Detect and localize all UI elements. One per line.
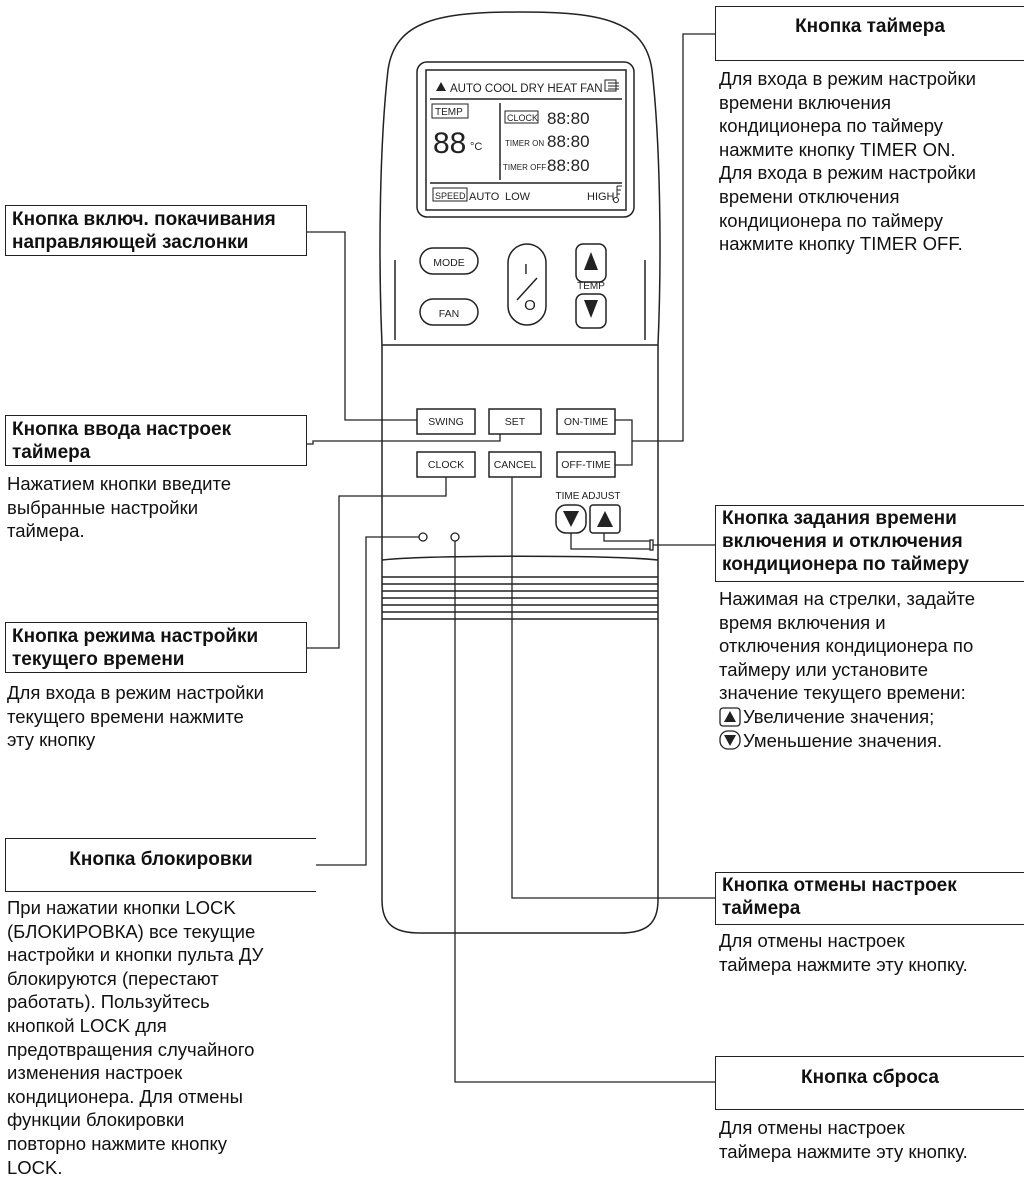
time-adjust-callout-desc: Нажимая на стрелки, задайте время включе…	[719, 588, 976, 751]
mode-indicator-arrow-icon	[436, 82, 446, 91]
leader-timer	[615, 419, 633, 466]
clock-callout-title-2: текущего времени	[12, 649, 185, 670]
reset-hole[interactable]	[450, 532, 460, 542]
temp-label: TEMP	[577, 281, 605, 292]
lcd-speed-label: SPEED	[435, 191, 466, 201]
time-adjust-label: TIME ADJUST	[555, 491, 620, 502]
time-adjust-callout-title-3: кондиционера по таймеру	[722, 554, 969, 575]
leader-clock	[305, 477, 447, 649]
set-callout-title-1: Кнопка ввода настроек	[12, 419, 232, 440]
battery-cover	[381, 555, 659, 561]
set-button[interactable]	[488, 408, 542, 435]
lock-callout: Кнопка блокировки	[5, 838, 316, 892]
clock-button-label: CLOCK	[428, 459, 464, 471]
speed-fan-icon	[613, 185, 622, 203]
time-down-arrow-icon	[563, 511, 579, 527]
swing-callout-title-2: направляющей заслонки	[12, 232, 249, 253]
swing-callout-title-1: Кнопка включ. покачивания	[12, 209, 276, 230]
timer-callout-desc: Для входа в режим настройки времени вклю…	[719, 68, 976, 255]
fan-button[interactable]	[419, 298, 479, 326]
fan-button-label: FAN	[439, 308, 459, 320]
lcd-speed-high: HIGH	[587, 191, 615, 203]
timer-callout: Кнопка таймера	[715, 6, 1024, 61]
remote-head-outline	[379, 11, 661, 346]
cancel-callout-title-2: таймера	[722, 898, 801, 919]
off-time-button-label: OFF-TIME	[561, 459, 611, 471]
mode-button[interactable]	[419, 247, 479, 275]
lcd-temp-unit: °C	[470, 141, 482, 153]
clock-button[interactable]	[416, 451, 476, 478]
cancel-callout-desc: Для отмены настроек таймера нажмите эту …	[719, 930, 968, 975]
mode-button-label: MODE	[433, 257, 465, 269]
lcd-inner	[425, 69, 627, 211]
up-arrow-icon	[719, 707, 741, 727]
lcd-speed-low: LOW	[505, 191, 531, 203]
timer-callout-title: Кнопка таймера	[795, 16, 945, 37]
temp-down-arrow-icon	[584, 300, 598, 318]
swing-button[interactable]	[416, 408, 476, 435]
remote-front-plate	[394, 260, 646, 340]
lcd-clock-value: 88:80	[547, 109, 590, 128]
temp-up-arrow-icon	[584, 252, 598, 270]
time-adjust-callout-title-1: Кнопка задания времени	[722, 508, 957, 529]
power-on-glyph: I	[524, 261, 528, 278]
clock-callout-desc: Для входа в режим настройки текущего вре…	[7, 682, 264, 751]
reset-callout-desc: Для отмены настроек таймера нажмите эту …	[719, 1117, 968, 1162]
leader-cancel	[511, 477, 715, 899]
lcd-temp-value: 88	[433, 127, 466, 160]
lcd-clock-label: CLOCK	[507, 113, 538, 123]
power-button[interactable]	[507, 243, 547, 326]
cancel-callout-title-1: Кнопка отмены настроек	[722, 875, 957, 896]
lock-callout-desc: При нажатии кнопки LOCK (БЛОКИРОВКА) все…	[7, 897, 264, 1178]
leader-lock	[316, 536, 419, 866]
clock-callout: Кнопка режима настройки текущего времени	[5, 622, 307, 673]
remote-body-outline	[381, 345, 659, 934]
reset-callout-title: Кнопка сброса	[801, 1067, 939, 1088]
cancel-button[interactable]	[488, 451, 542, 478]
lcd-temp-label: TEMP	[435, 107, 463, 118]
cancel-callout: Кнопка отмены настроек таймера	[715, 872, 1024, 925]
leader-swing	[305, 231, 417, 421]
power-off-glyph: O	[524, 297, 536, 314]
lcd-timer-off-value: 88:80	[547, 156, 590, 175]
leader-reset	[454, 541, 715, 1083]
lcd-timer-on-value: 88:80	[547, 132, 590, 151]
time-adjust-callout: Кнопка задания времени включения и отклю…	[715, 505, 1024, 582]
swing-button-label: SWING	[428, 416, 464, 428]
lock-callout-title: Кнопка блокировки	[69, 849, 253, 870]
fan-bars-icon	[604, 79, 619, 92]
cancel-button-label: CANCEL	[494, 459, 537, 471]
on-time-button-label: ON-TIME	[564, 416, 608, 428]
time-adjust-callout-title-2: включения и отключения	[722, 531, 963, 552]
leader-set	[305, 434, 501, 445]
clock-callout-title-1: Кнопка режима настройки	[12, 626, 259, 647]
down-arrow-icon	[719, 730, 741, 751]
set-callout: Кнопка ввода настроек таймера	[5, 415, 307, 466]
time-up-arrow-icon	[597, 511, 613, 527]
swing-callout: Кнопка включ. покачивания направляющей з…	[5, 205, 307, 256]
lcd-speed-auto: AUTO	[469, 191, 500, 203]
on-time-button[interactable]	[556, 408, 616, 435]
set-button-label: SET	[505, 416, 526, 428]
set-callout-title-2: таймера	[12, 442, 91, 463]
leader-time-adjust	[570, 533, 650, 550]
set-callout-desc: Нажатием кнопки введите выбранные настро…	[7, 473, 232, 542]
lcd-timer-off-label: TIMER OFF	[503, 163, 546, 172]
lcd-outer	[416, 61, 635, 218]
lock-hole[interactable]	[418, 532, 428, 542]
lcd-timer-on-label: TIMER ON	[505, 139, 544, 148]
reset-callout: Кнопка сброса	[715, 1056, 1024, 1110]
lcd-modes: AUTO COOL DRY HEAT FAN	[450, 83, 603, 95]
